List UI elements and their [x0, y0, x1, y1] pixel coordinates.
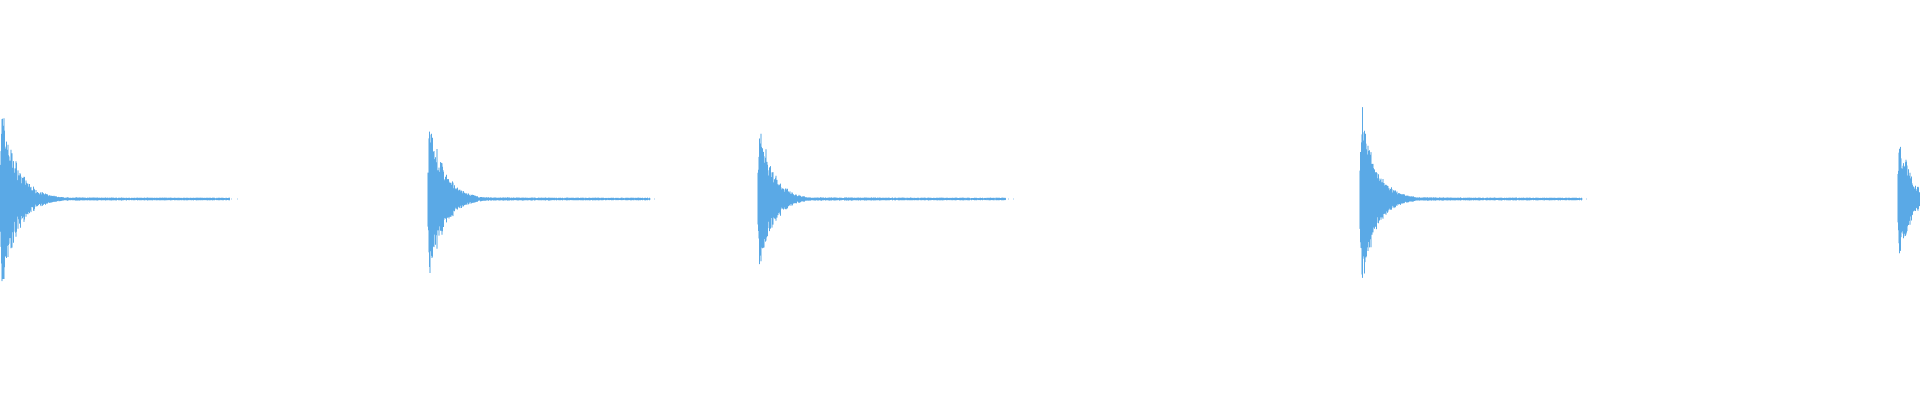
- waveform-tail-dot: [640, 198, 641, 200]
- waveform-tail-dot: [210, 198, 211, 200]
- waveform-transient-5-shape: [1897, 146, 1920, 254]
- waveform-tail-dot: [1013, 198, 1014, 200]
- waveform-tail-dot: [650, 198, 651, 200]
- waveform-tail-dot: [999, 198, 1000, 200]
- waveform-tail-dot: [207, 198, 208, 200]
- waveform-tail-dot: [1566, 198, 1567, 200]
- waveform-tail-dot: [647, 198, 648, 200]
- waveform-tail-dot: [200, 198, 201, 200]
- waveform-tail-dot: [631, 198, 632, 200]
- waveform-tail-dot: [1582, 198, 1583, 200]
- waveform-tail-dot: [637, 198, 638, 200]
- waveform-transient-1-shape: [0, 118, 230, 282]
- waveform-tail-dot: [1563, 198, 1564, 200]
- waveform-transient-1: [0, 118, 238, 282]
- waveform-tail-dot: [654, 198, 655, 200]
- waveform-tail-dot: [993, 198, 994, 200]
- waveform-transient-4-shape: [1359, 107, 1582, 278]
- waveform-transient-3: [757, 133, 1014, 265]
- waveform-tail-dot: [237, 198, 238, 200]
- waveform-tail-dot: [1576, 198, 1577, 200]
- waveform-tail-dot: [996, 198, 997, 200]
- waveform-tail-dot: [1552, 198, 1553, 200]
- waveform-transient-5: [1897, 146, 1920, 254]
- waveform-tail-dot: [1572, 198, 1573, 200]
- waveform-tail-dot: [1579, 198, 1580, 200]
- waveform-tail-dot: [1586, 198, 1587, 200]
- waveform-tail-dot: [976, 198, 977, 200]
- waveform-tail-dot: [1558, 198, 1559, 200]
- waveform-tail-dot: [620, 198, 621, 200]
- waveform-tail-dot: [213, 198, 214, 200]
- waveform-transient-2-shape: [427, 131, 650, 273]
- waveform-tail-dot: [203, 198, 204, 200]
- waveform-tail-dot: [1008, 198, 1009, 200]
- waveform-tail-dot: [219, 198, 220, 200]
- waveform-transient-3-shape: [757, 133, 1006, 265]
- waveform-tail-dot: [979, 198, 980, 200]
- waveform-tail-dot: [231, 198, 232, 200]
- waveform-tail-dot: [984, 198, 985, 200]
- waveform-tail-dot: [1004, 198, 1005, 200]
- waveform-transient-4: [1359, 107, 1587, 278]
- waveform-tail-dot: [643, 198, 644, 200]
- waveform-tail-dot: [634, 198, 635, 200]
- waveform-tail-dot: [225, 198, 226, 200]
- waveform-tail-dot: [987, 198, 988, 200]
- waveform-tail-dot: [626, 198, 627, 200]
- waveform-transient-2: [427, 131, 655, 273]
